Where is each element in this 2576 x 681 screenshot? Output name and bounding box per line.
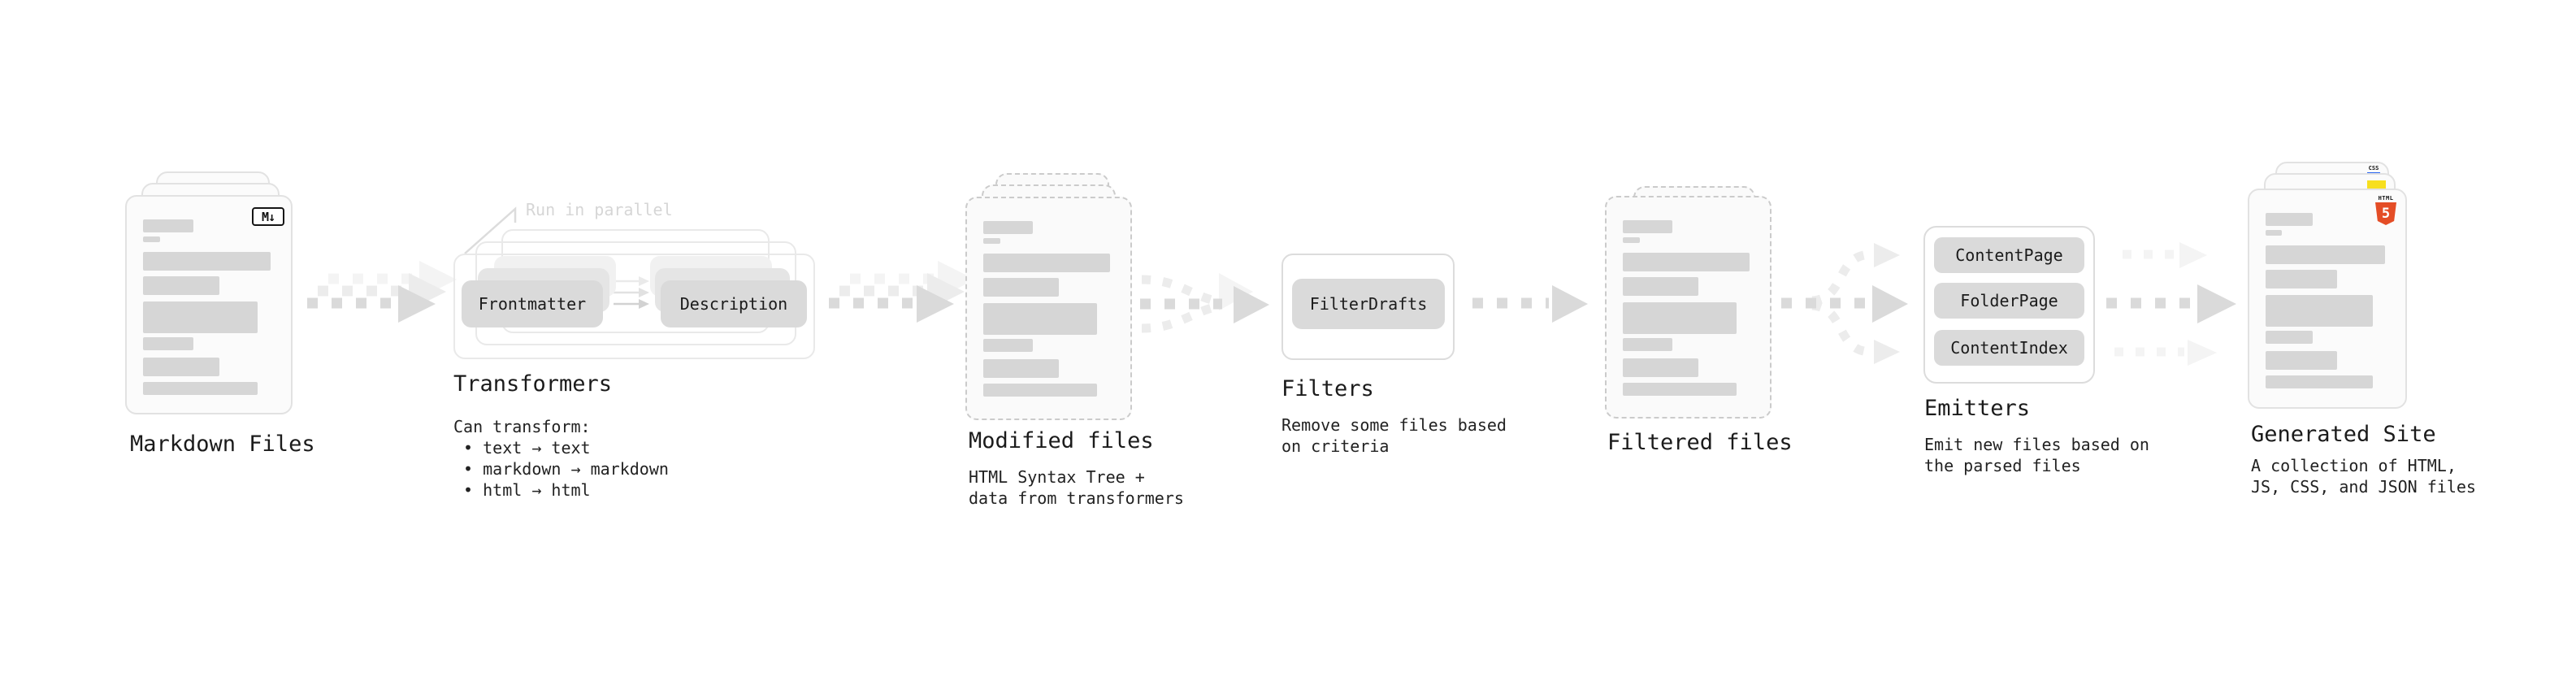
contentpage-node: ContentPage	[1934, 237, 2084, 273]
transformers-label: Transformers	[453, 371, 613, 397]
doc-text-placeholder-bars	[983, 221, 1114, 397]
transformers-frame-front	[453, 254, 815, 359]
generated-site-description: A collection of HTML, JS, CSS, and JSON …	[2251, 456, 2476, 497]
transformers-description: Can transform: • text → text • markdown …	[453, 417, 669, 500]
arrow-markdown-to-transformers	[307, 261, 457, 323]
markdown-doc-front: M↓	[125, 195, 293, 414]
arrow-filtered-to-emitters	[1781, 243, 1908, 364]
html5-icon: HTML 5	[2374, 195, 2397, 225]
arrow-filters-to-filtered	[1472, 285, 1588, 323]
contentindex-node: ContentIndex	[1934, 330, 2084, 366]
js-icon	[2367, 180, 2386, 191]
modified-files-description: HTML Syntax Tree + data from transformer…	[969, 467, 1184, 508]
emitters-description: Emit new files based on the parsed files	[1924, 435, 2149, 475]
modified-files-label: Modified files	[969, 428, 1154, 453]
generated-site-label: Generated Site	[2251, 422, 2436, 447]
doc-text-placeholder-bars	[143, 219, 275, 395]
filtered-files-label: Filtered files	[1607, 430, 1793, 455]
filtered-doc-front	[1605, 196, 1772, 419]
markdown-icon: M↓	[252, 207, 284, 226]
frontmatter-node: Frontmatter	[462, 280, 603, 327]
arrow-modified-to-filters	[1140, 273, 1269, 333]
generated-doc-html: HTML 5	[2248, 189, 2407, 409]
description-node: Description	[661, 280, 807, 327]
doc-text-placeholder-bars	[1623, 220, 1754, 396]
markdown-files-label: Markdown Files	[130, 432, 315, 457]
filters-label: Filters	[1281, 376, 1374, 401]
arrows-emitters-to-generated	[2106, 242, 2236, 366]
folderpage-node: FolderPage	[1934, 283, 2084, 319]
filterdrafts-node: FilterDrafts	[1292, 279, 1445, 329]
emitters-label: Emitters	[1924, 396, 2031, 421]
doc-text-placeholder-bars	[2266, 213, 2389, 388]
arrow-transformers-to-modified	[829, 261, 975, 323]
modified-doc-front	[965, 197, 1132, 420]
filters-description: Remove some files based on criteria	[1281, 415, 1507, 456]
run-in-parallel-annotation: Run in parallel	[526, 200, 673, 219]
